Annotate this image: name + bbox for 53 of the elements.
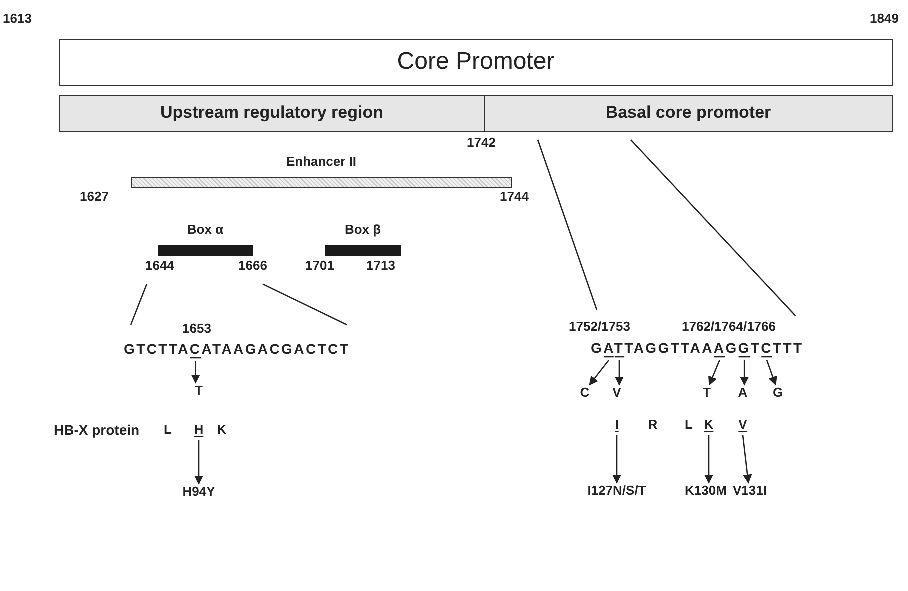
amino-acid-label: L	[164, 423, 172, 438]
position-number: 1762/1764/1766	[682, 320, 776, 334]
amino-acid-label: I	[615, 418, 619, 432]
arrow	[191, 361, 200, 384]
mutation-label: K130M	[685, 484, 727, 498]
connector-line	[537, 140, 598, 310]
base-label: A	[738, 386, 748, 400]
amino-acid-label: H	[194, 423, 204, 438]
arrow	[742, 435, 752, 484]
mutation-label: I127N/S/T	[588, 484, 646, 498]
position-number: 1744	[500, 190, 529, 204]
region-box: Core Promoter	[59, 39, 893, 86]
base-label: C	[580, 386, 590, 400]
base-label: G	[772, 386, 784, 400]
arrow	[589, 360, 610, 386]
arrow	[614, 360, 624, 386]
amino-acid-label: K	[704, 418, 714, 432]
position-number: 1742	[467, 136, 496, 150]
arrow	[704, 435, 714, 484]
region-heading: Enhancer II	[286, 155, 357, 170]
mutation-label: H94Y	[182, 485, 216, 500]
position-number: 1627	[80, 190, 109, 204]
amino-acid-label: R	[648, 418, 658, 432]
amino-acid-label: V	[738, 418, 748, 432]
position-number: 1644	[146, 259, 174, 274]
dna-sequence: GATTAGGTTAAAGGTCTTT	[591, 341, 804, 356]
region-heading: Box α	[187, 223, 224, 238]
position-number: 1613	[3, 12, 32, 26]
arrow	[708, 360, 720, 386]
position-number: 1849	[870, 12, 899, 26]
connector-line	[130, 284, 148, 326]
connector-line	[262, 284, 348, 326]
arrow	[194, 440, 204, 485]
base-label: T	[195, 384, 203, 398]
mutation-label: V131I	[733, 484, 767, 498]
amino-acid-label: L	[685, 418, 693, 432]
arrow	[612, 435, 622, 484]
dna-sequence: GTCTTACATAAGACGACTCT	[124, 342, 350, 358]
position-number: 1713	[366, 259, 396, 274]
position-number: 1666	[238, 259, 268, 274]
base-label: V	[612, 386, 622, 400]
base-label: T	[703, 386, 711, 400]
region-band: Upstream regulatory region	[59, 95, 485, 132]
protein-label: HB-X protein	[54, 423, 140, 438]
amino-acid-label: K	[217, 423, 227, 438]
position-number: 1701	[306, 259, 334, 274]
position-number: 1752/1753	[569, 320, 630, 334]
region-band: Basal core promoter	[484, 95, 893, 132]
arrow	[766, 360, 778, 386]
position-number: 1653	[182, 322, 212, 336]
arrow	[740, 360, 750, 386]
connector-line	[630, 140, 796, 316]
region-heading: Box β	[344, 223, 382, 238]
